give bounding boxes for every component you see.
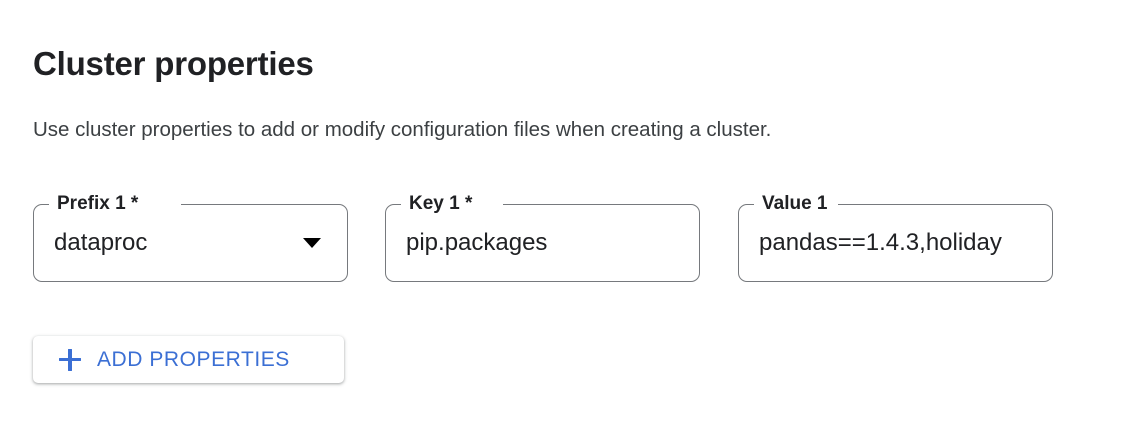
value-1-field[interactable]: Value 1 pandas==1.4.3,holiday (738, 193, 1053, 282)
key-1-label: Key 1 * (409, 193, 473, 214)
plus-icon (59, 348, 81, 371)
prefix-1-label: Prefix 1 * (57, 193, 139, 214)
page-description: Use cluster properties to add or modify … (33, 117, 772, 141)
prefix-1-label-notch (49, 202, 181, 206)
key-1-input[interactable]: pip.packages (406, 229, 548, 256)
add-properties-button[interactable]: ADD PROPERTIES (33, 336, 344, 383)
key-1-field[interactable]: Key 1 * pip.packages (385, 193, 700, 282)
prefix-1-value[interactable]: dataproc (54, 229, 148, 256)
add-properties-label: ADD PROPERTIES (97, 347, 290, 371)
key-1-label-notch (401, 202, 503, 206)
value-1-input[interactable]: pandas==1.4.3,holiday (759, 229, 1002, 256)
chevron-down-icon[interactable] (303, 238, 321, 248)
value-1-label-notch (754, 202, 838, 206)
prefix-1-field[interactable]: Prefix 1 * dataproc (33, 193, 348, 282)
page-title: Cluster properties (33, 45, 314, 83)
value-1-label: Value 1 (762, 193, 828, 214)
